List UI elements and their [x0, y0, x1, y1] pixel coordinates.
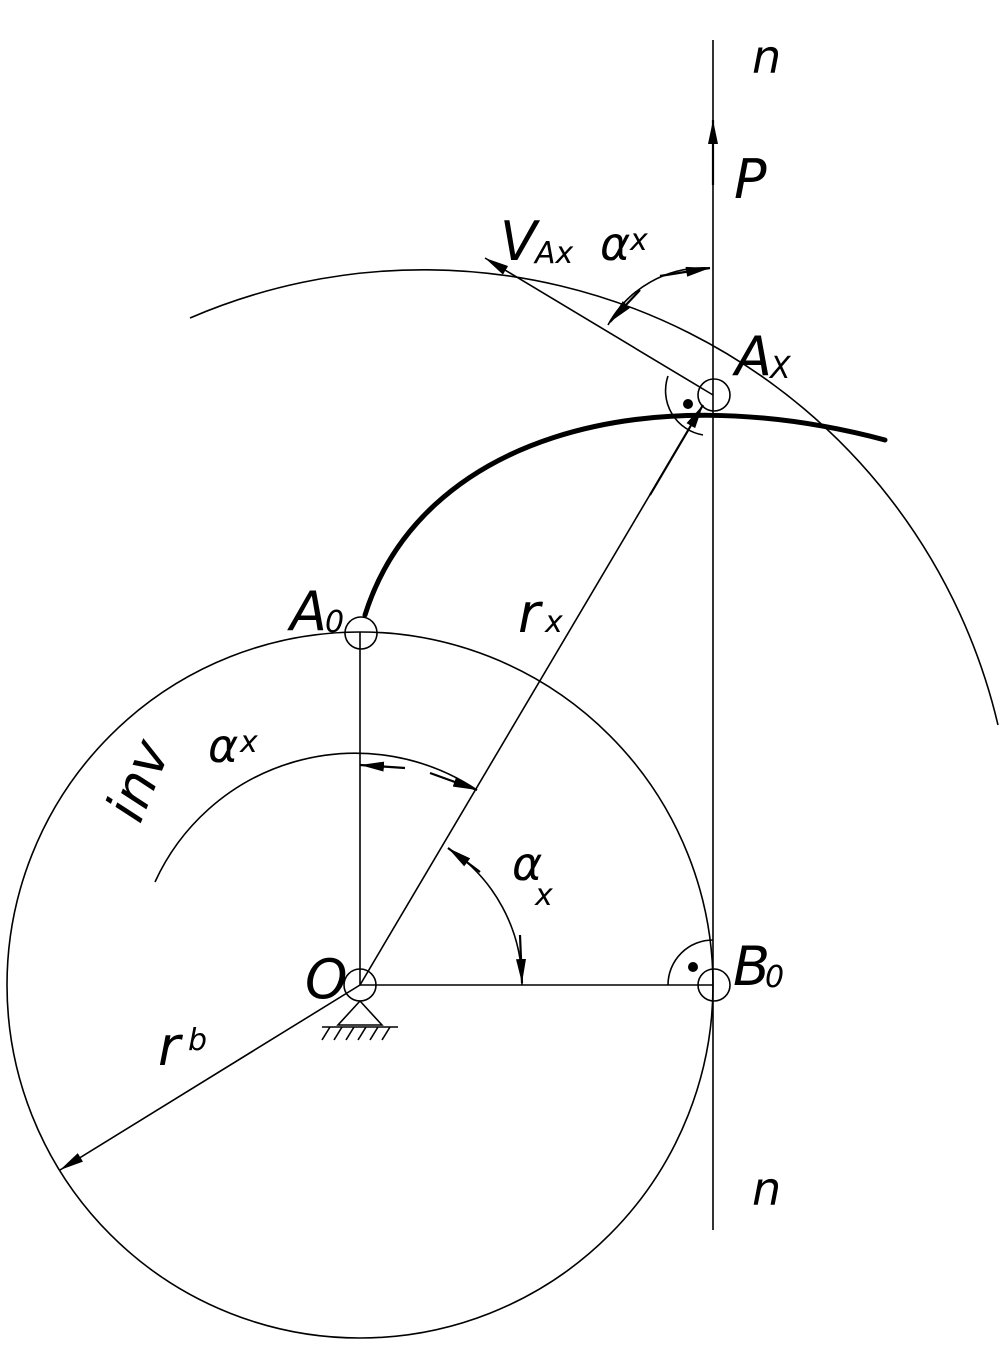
- alpha-top-arrow-right: [659, 266, 711, 278]
- radius-rx-arrowhead: [649, 404, 704, 496]
- right-angle-dot-b0: [688, 962, 698, 972]
- label-o: O: [305, 948, 348, 1011]
- inv-angle-arc: [154, 752, 478, 883]
- label-ax-sub: X: [768, 351, 792, 386]
- alpha-center-arc: [447, 847, 523, 986]
- label-inv-alpha-sub: x: [239, 725, 258, 760]
- involute-curve: [362, 412, 888, 618]
- support-hatching: [321, 1026, 391, 1041]
- label-rb: r: [158, 1015, 183, 1078]
- right-angle-dot-ax: [683, 399, 693, 409]
- label-b0: B: [733, 935, 770, 998]
- radius-rx: [359, 404, 704, 986]
- label-inv-group: inv: [94, 730, 183, 830]
- velocity-vector: [484, 257, 714, 396]
- rx-circle-arc: [189, 268, 999, 726]
- label-n-bottom: n: [752, 1162, 781, 1216]
- point-a0: [344, 616, 378, 650]
- label-a0: A: [287, 580, 327, 643]
- alpha-center-arrow-top: [447, 847, 481, 873]
- point-ax: [697, 378, 731, 412]
- label-inv-alpha: α: [208, 719, 238, 773]
- label-inv: inv: [94, 730, 183, 830]
- label-ax: A: [732, 325, 772, 388]
- point-b0: [697, 968, 731, 1002]
- label-rx: r: [518, 582, 543, 645]
- label-rx-sub: x: [544, 605, 563, 640]
- label-alpha-top: α: [600, 217, 630, 271]
- label-alpha-top-sub: x: [629, 223, 648, 258]
- label-b0-sub: 0: [765, 960, 784, 995]
- label-v-sub: Ax: [533, 236, 574, 271]
- inv-arrow-right: [429, 771, 478, 792]
- label-alpha-center: α: [512, 837, 542, 891]
- label-p: P: [734, 148, 767, 211]
- right-angle-ax: [664, 375, 704, 436]
- radius-rb: [59, 984, 361, 1171]
- label-a0-sub: 0: [325, 605, 344, 640]
- label-rb-sub: b: [188, 1023, 207, 1058]
- alpha-center-arrow-bottom: [516, 934, 526, 984]
- inv-arrow-left: [359, 761, 406, 772]
- label-alpha-center-sub: x: [534, 878, 553, 913]
- alpha-top-arc: [607, 267, 711, 326]
- support-triangle: [336, 999, 384, 1026]
- right-angle-b0: [667, 939, 714, 986]
- label-v: V: [500, 210, 541, 273]
- label-n-top: n: [752, 30, 781, 84]
- alpha-top-arrow-left: [609, 289, 641, 323]
